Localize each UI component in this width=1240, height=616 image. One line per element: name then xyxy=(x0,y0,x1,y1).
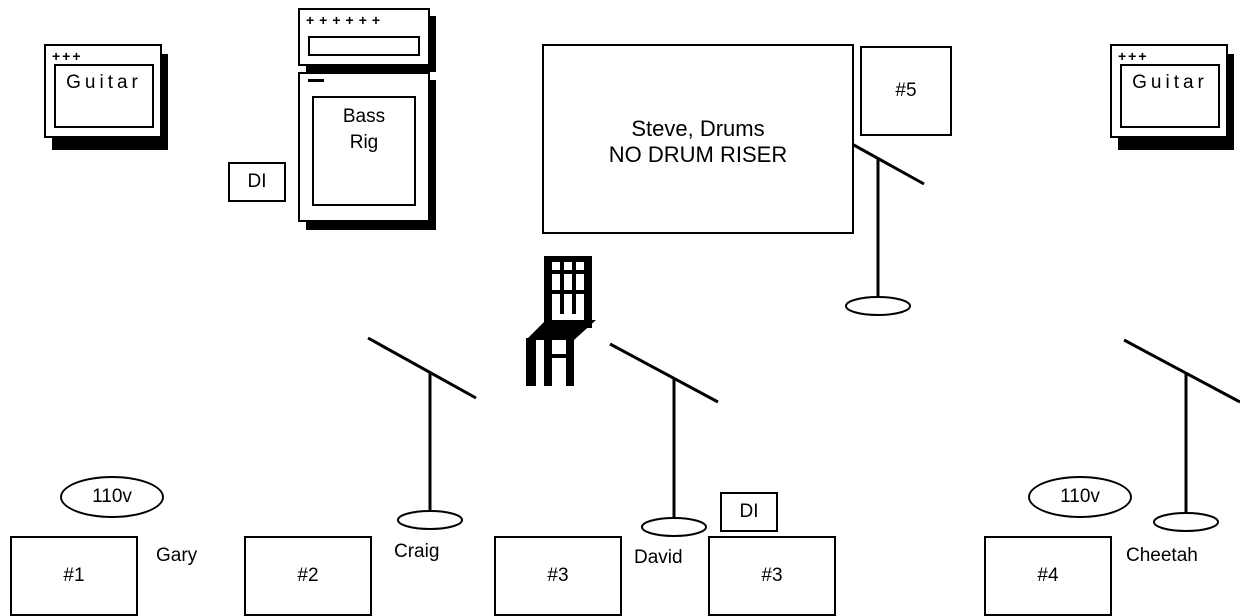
drum-label-2: NO DRUM RISER xyxy=(608,142,788,167)
guitar-amp-left: +++ Guitar xyxy=(44,44,162,138)
amp-label: Guitar xyxy=(54,64,154,128)
bass-rig-grille: Bass Rig xyxy=(312,96,416,206)
di-box-left: DI xyxy=(228,162,286,202)
di-box-right: DI xyxy=(720,492,778,532)
drum-area: Steve, Drums NO DRUM RISER xyxy=(542,44,854,234)
bass-head-panel xyxy=(308,36,420,56)
drum-label-1: Steve, Drums xyxy=(631,116,765,141)
power-outlet-right: 110v xyxy=(1028,476,1132,518)
musician-david: David xyxy=(634,547,683,568)
amp-knobs: +++ xyxy=(1118,48,1149,64)
monitor-1: #1 xyxy=(10,536,138,616)
mic-stand-david xyxy=(609,342,719,537)
musician-cheetah: Cheetah xyxy=(1126,545,1198,566)
musician-gary: Gary xyxy=(156,545,198,566)
bass-rig-label-1: Bass xyxy=(342,106,386,127)
monitor-5: #5 xyxy=(860,46,952,136)
guitar-amp-right: +++ Guitar xyxy=(1110,44,1228,138)
monitor-2: #2 xyxy=(244,536,372,616)
monitor-3b: #3 xyxy=(708,536,836,616)
bass-rig-indicator xyxy=(308,79,324,82)
mic-stand-drums xyxy=(815,122,925,316)
monitor-4: #4 xyxy=(984,536,1112,616)
monitor-3a: #3 xyxy=(494,536,622,616)
bass-rig-label-2: Rig xyxy=(349,132,379,153)
power-outlet-left: 110v xyxy=(60,476,164,518)
amp-knobs: +++ xyxy=(52,48,83,64)
bass-rig: Bass Rig xyxy=(298,72,430,222)
amp-label: Guitar xyxy=(1120,64,1220,128)
mic-stand-craig xyxy=(367,336,477,530)
bass-head: ++++++ xyxy=(298,8,430,66)
chair-icon xyxy=(526,256,596,386)
musician-craig: Craig xyxy=(394,541,440,562)
mic-stand-cheetah xyxy=(1123,338,1240,532)
bass-head-knobs: ++++++ xyxy=(306,12,386,28)
